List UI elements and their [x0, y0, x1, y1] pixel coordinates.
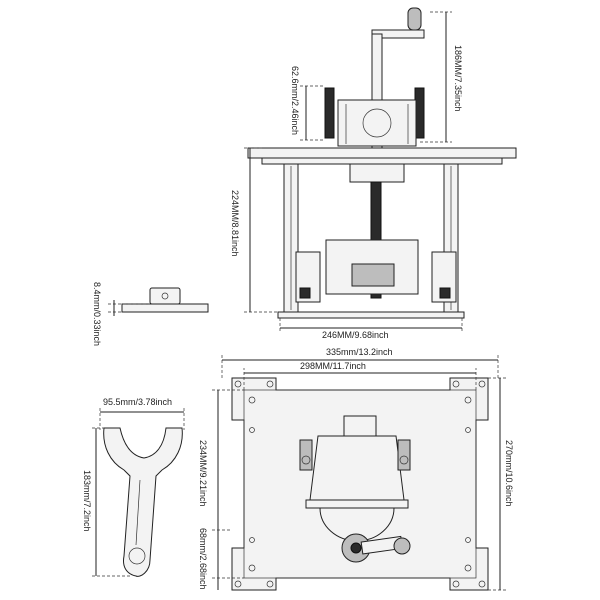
side-guard-height-label: 62.6mm/2.46inch	[290, 66, 300, 135]
side-width-label: 246MM/9.68inch	[322, 330, 389, 340]
dim-plate-offset: 68mm/2.68inch	[198, 528, 232, 590]
dim-side-guard: 62.6mm/2.46inch	[290, 66, 324, 141]
dim-plate-inner-width: 298MM/11.7inch	[243, 361, 477, 390]
plate-height-label: 270mm/10.6inch	[504, 440, 514, 507]
plate-offset-label: 68mm/2.68inch	[198, 528, 208, 590]
foot-detail: 8.4mm/0.33inch	[92, 282, 209, 346]
side-view: 186MM/7.35inch 62.6mm/2.46inch 224MM/8.8…	[230, 7, 517, 340]
top-box	[337, 99, 417, 147]
wrench: 95.5mm/3.78inch 183mm/7.2inch	[82, 397, 185, 577]
side-top-height-label: 186MM/7.35inch	[453, 45, 463, 112]
wrench-width-label: 95.5mm/3.78inch	[103, 397, 172, 407]
motor-cap	[349, 163, 405, 183]
left-guard-post	[324, 87, 335, 139]
dim-plate-height: 270mm/10.6inch	[488, 377, 514, 591]
dim-side-body: 224MM/8.81inch	[230, 147, 280, 313]
plate-view: 335mm/13.2inch 298MM/11.7inch 270mm/10.6…	[198, 347, 514, 591]
side-base	[277, 311, 465, 319]
crank-knob	[407, 7, 422, 31]
dim-side-top: 186MM/7.35inch	[420, 11, 463, 143]
plate-width-label: 335mm/13.2inch	[326, 347, 393, 357]
side-body-height-label: 224MM/8.81inch	[230, 190, 240, 257]
plate-inner-height-label: 234MM/9.21inch	[198, 440, 208, 507]
dim-plate-width: 335mm/13.2inch	[221, 347, 499, 378]
foot-height-label: 8.4mm/0.33inch	[92, 282, 102, 346]
dim-side-width: 246MM/9.68inch	[279, 318, 463, 340]
table-top	[247, 147, 517, 159]
plate-inner-width-label: 298MM/11.7inch	[300, 361, 366, 371]
wrench-height-label: 183mm/7.2inch	[82, 470, 92, 532]
